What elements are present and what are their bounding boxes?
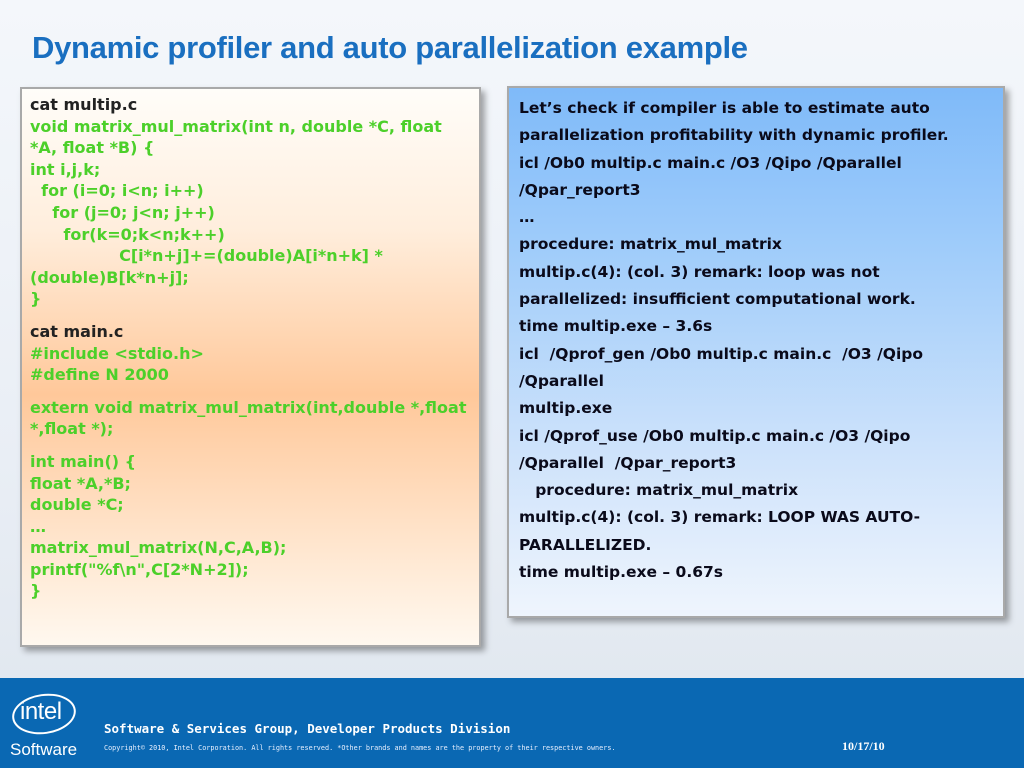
slide-date: 10/17/10 xyxy=(842,739,885,753)
code-line: matrix_mul_matrix(N,C,A,B); xyxy=(30,538,287,558)
output-line: icl /Ob0 multip.c main.c /O3 /Qipo /Qpar… xyxy=(519,153,908,199)
output-line: icl /Qprof_use /Ob0 multip.c main.c /O3 … xyxy=(519,426,916,472)
code-line: C[i*n+j]+=(double)A[i*n+k] * (double)B[k… xyxy=(30,246,389,287)
code-line: for(k=0;k<n;k++) xyxy=(30,224,225,244)
code-line: … xyxy=(30,516,46,536)
code-line: for (i=0; i<n; i++) xyxy=(30,181,204,201)
code-line: } xyxy=(30,581,42,601)
slide-title: Dynamic profiler and auto parallelizatio… xyxy=(32,30,748,65)
code-line xyxy=(30,310,471,321)
code-line: for (j=0; j<n; j++) xyxy=(30,202,215,222)
division-text: Software & Services Group, Developer Pro… xyxy=(104,721,511,736)
code-line: float *A,*B; xyxy=(30,473,131,493)
code-line: } xyxy=(30,289,42,309)
output-line: multip.exe xyxy=(519,399,613,418)
code-line xyxy=(30,386,471,397)
code-line: void matrix_mul_matrix(int n, double *C,… xyxy=(30,116,448,158)
code-line: extern void matrix_mul_matrix(int,double… xyxy=(30,397,473,439)
output-line: multip.c(4): (col. 3) remark: LOOP WAS A… xyxy=(519,508,921,554)
output-line: procedure: matrix_mul_matrix xyxy=(519,235,782,254)
output-line: … xyxy=(519,208,535,227)
output-line: time multip.exe – 3.6s xyxy=(519,317,713,336)
output-line: multip.c(4): (col. 3) remark: loop was n… xyxy=(519,262,916,309)
compiler-output-panel: Let’s check if compiler is able to estim… xyxy=(507,86,1005,618)
logo-word: intel xyxy=(20,698,62,725)
source-code-panel: cat multip.c void matrix_mul_matrix(int n… xyxy=(20,87,481,647)
code-line: cat multip.c xyxy=(30,95,138,114)
code-line: int i,j,k; xyxy=(30,159,101,179)
output-line: procedure: matrix_mul_matrix xyxy=(519,481,799,500)
code-line: int main() { xyxy=(30,451,137,471)
code-line: cat main.c xyxy=(30,321,124,341)
intel-software-logo: intel Software xyxy=(9,689,84,762)
output-line: Let’s check if compiler is able to estim… xyxy=(519,99,949,145)
code-line: #define N 2000 xyxy=(30,365,169,385)
output-line: icl /Qprof_gen /Ob0 multip.c main.c /O3 … xyxy=(519,344,929,390)
output-line: time multip.exe – 0.67s xyxy=(519,563,724,582)
logo-sub: Software xyxy=(10,740,78,759)
code-line: #include <stdio.h> xyxy=(30,343,204,363)
footer-bar: intel Software Software & Services Group… xyxy=(0,678,1024,768)
copyright-text: Copyright© 2010, Intel Corporation. All … xyxy=(104,744,616,752)
code-line xyxy=(30,440,471,451)
code-line: printf("%f\n",C[2*N+2]); xyxy=(30,559,249,579)
code-line: double *C; xyxy=(30,495,124,515)
